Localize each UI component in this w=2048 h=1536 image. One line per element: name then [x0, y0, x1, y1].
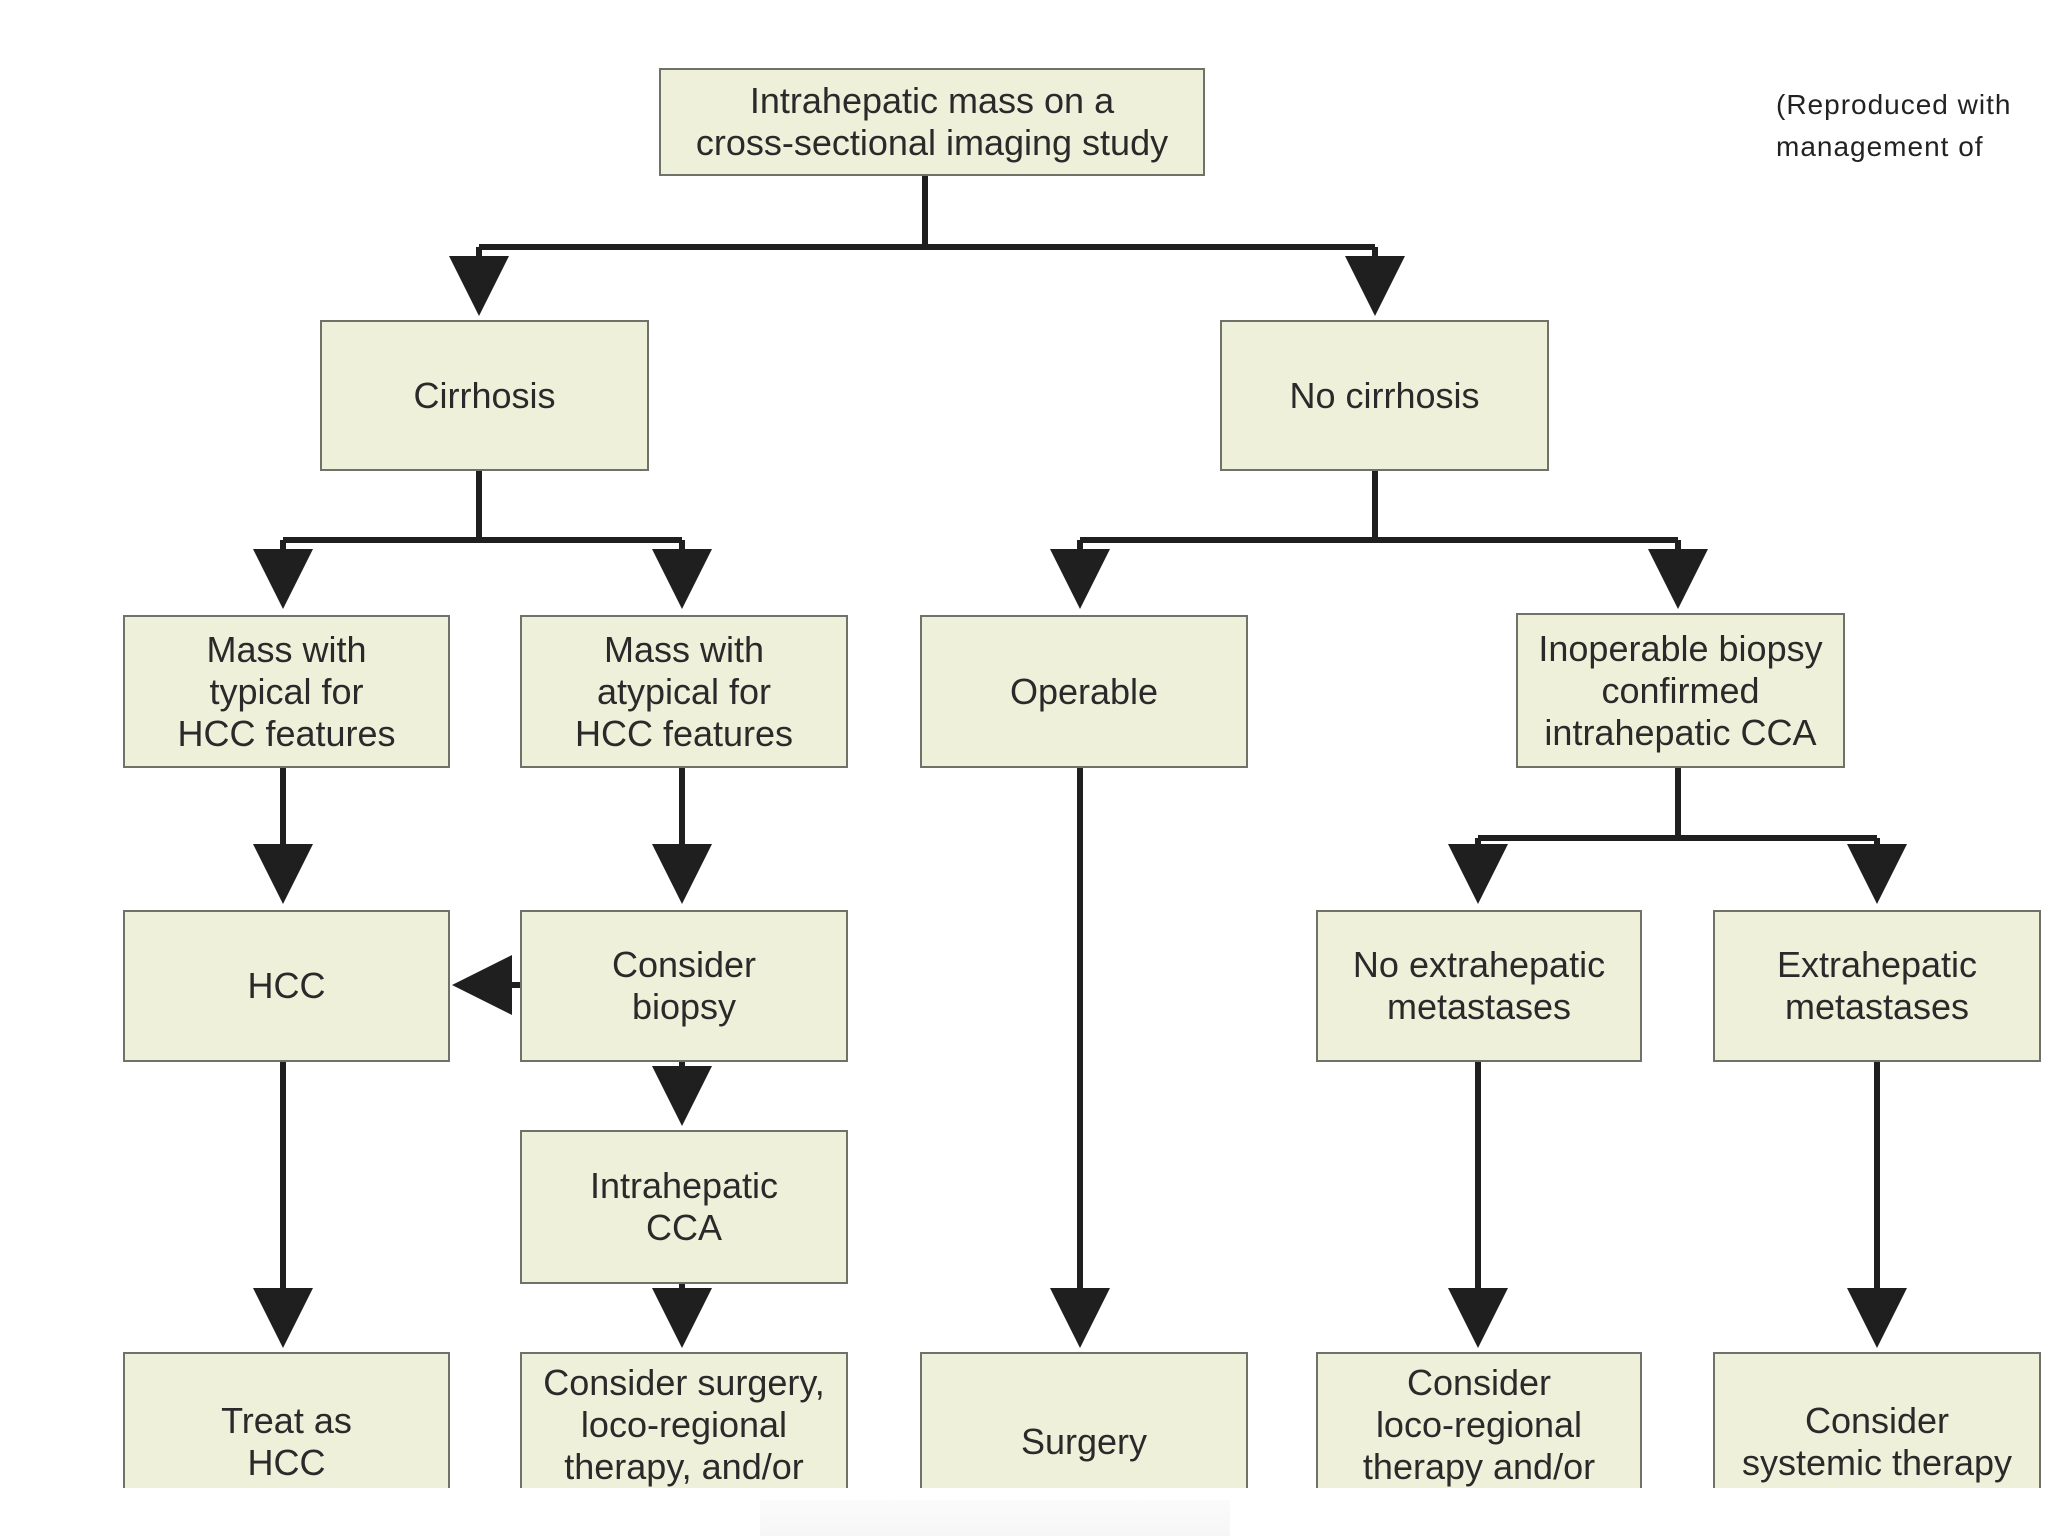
- reproduction-credit: (Reproduced with management of: [1776, 84, 2048, 174]
- node-intrahepatic-cca-label: Intrahepatic CCA: [589, 1165, 779, 1248]
- credit-line-1: (Reproduced with: [1776, 89, 2012, 120]
- node-surgery: Surgery: [920, 1352, 1248, 1488]
- node-no-cirrhosis-label: No cirrhosis: [1289, 374, 1480, 416]
- node-extrahepatic: Extrahepatic metastases: [1713, 910, 2041, 1062]
- node-hcc-label: HCC: [247, 965, 326, 1006]
- node-consider-systemic: Consider systemic therapy: [1713, 1352, 2041, 1488]
- node-inoperable-label: Inoperable biopsy confirmed intrahepatic…: [1538, 627, 1823, 753]
- node-consider-locoregional: Consider loco-regional therapy and/or: [1316, 1352, 1642, 1488]
- node-mass-typical: Mass with typical for HCC features: [123, 615, 450, 768]
- credit-line-2: management of: [1776, 131, 1984, 162]
- node-consider-surgery: Consider surgery, loco-regional therapy,…: [520, 1352, 848, 1488]
- node-cirrhosis-label: Cirrhosis: [413, 374, 556, 416]
- node-consider-biopsy: Consider biopsy: [520, 910, 848, 1062]
- node-mass-atypical-label: Mass with atypical for HCC features: [574, 628, 794, 754]
- node-root-label: Intrahepatic mass on a cross-sectional i…: [695, 80, 1169, 163]
- node-consider-locoregional-label: Consider loco-regional therapy and/or: [1362, 1362, 1596, 1487]
- node-surgery-label: Surgery: [1020, 1421, 1148, 1462]
- node-operable: Operable: [920, 615, 1248, 768]
- node-root: Intrahepatic mass on a cross-sectional i…: [659, 68, 1205, 176]
- node-cirrhosis: Cirrhosis: [320, 320, 649, 471]
- node-intrahepatic-cca: Intrahepatic CCA: [520, 1130, 848, 1284]
- diagram-area: Intrahepatic mass on a cross-sectional i…: [123, 68, 2048, 1488]
- node-consider-biopsy-label: Consider biopsy: [611, 944, 757, 1027]
- bottom-faint-smudge: [760, 1500, 1230, 1536]
- node-no-cirrhosis: No cirrhosis: [1220, 320, 1549, 471]
- node-treat-hcc-label: Treat as HCC: [221, 1400, 352, 1483]
- node-consider-systemic-label: Consider systemic therapy: [1741, 1400, 2013, 1483]
- node-inoperable: Inoperable biopsy confirmed intrahepatic…: [1516, 613, 1845, 768]
- node-mass-atypical: Mass with atypical for HCC features: [520, 615, 848, 768]
- node-no-extrahepatic-label: No extrahepatic metastases: [1352, 944, 1606, 1027]
- node-treat-hcc: Treat as HCC: [123, 1352, 450, 1488]
- connector-layer: [253, 175, 1907, 1348]
- node-consider-surgery-label: Consider surgery, loco-regional therapy,…: [543, 1362, 825, 1487]
- node-mass-typical-label: Mass with typical for HCC features: [177, 628, 396, 754]
- node-operable-label: Operable: [1009, 670, 1159, 712]
- node-extrahepatic-label: Extrahepatic metastases: [1776, 944, 1978, 1027]
- node-no-extrahepatic: No extrahepatic metastases: [1316, 910, 1642, 1062]
- node-hcc: HCC: [123, 910, 450, 1062]
